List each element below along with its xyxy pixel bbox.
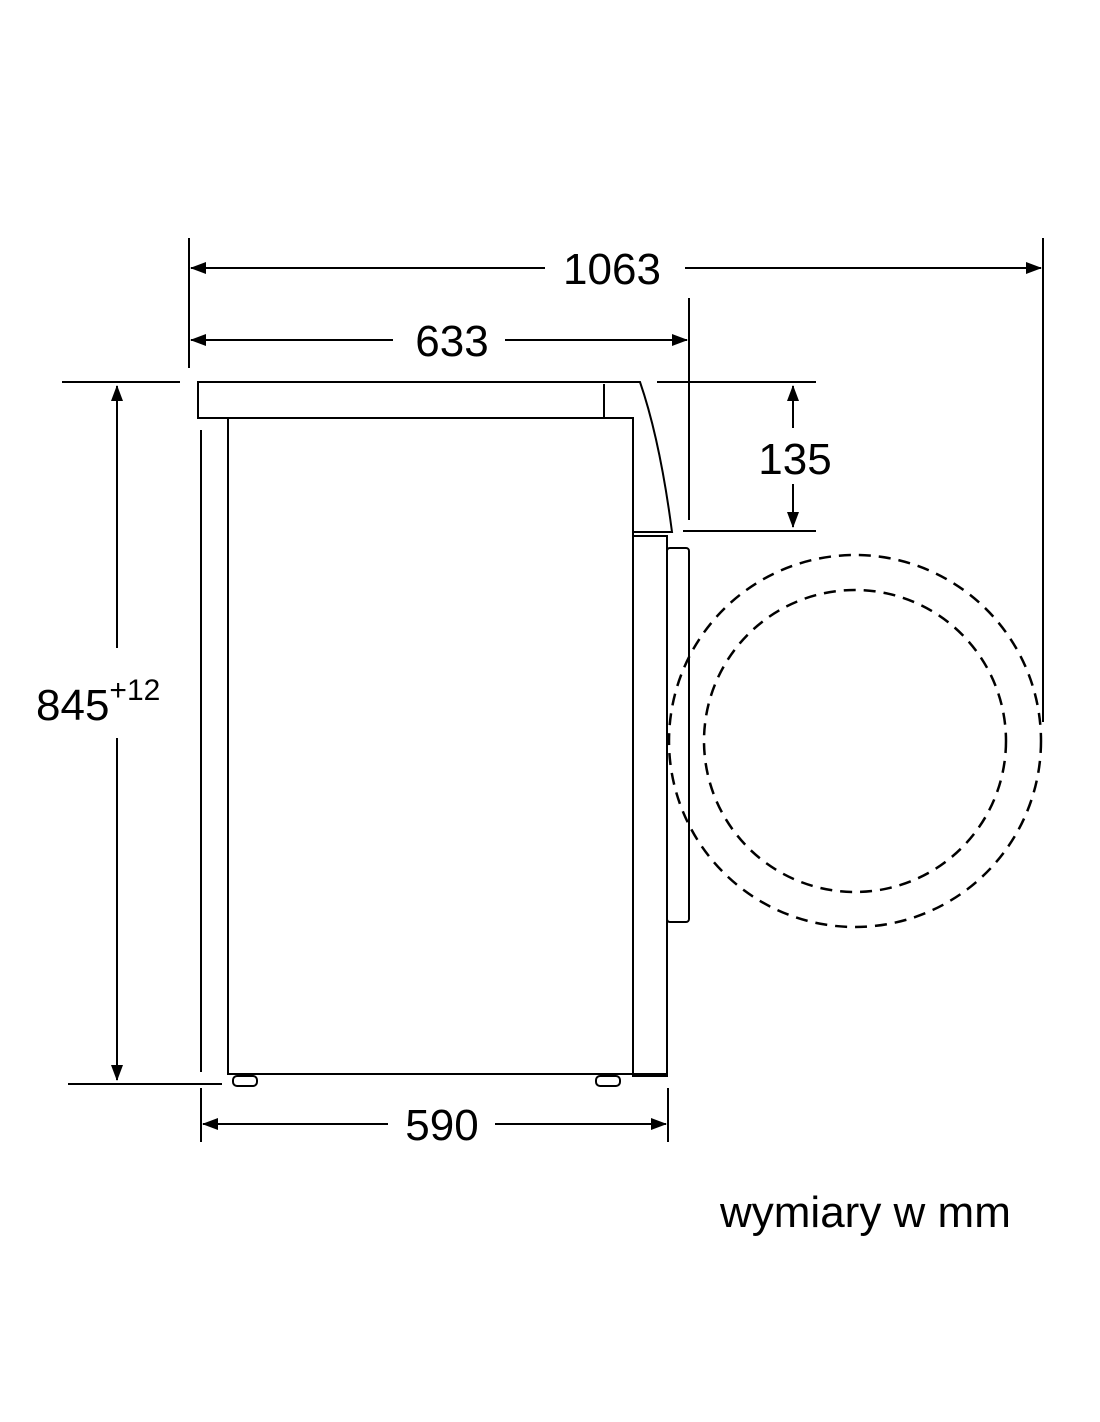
front-panel xyxy=(632,535,668,1077)
extension-lines xyxy=(62,238,1044,1142)
foot-right xyxy=(595,1075,621,1087)
top-panel xyxy=(197,381,674,533)
dimension-label-135: 135 xyxy=(758,435,831,484)
dimension-845: 845+12 xyxy=(36,385,160,1081)
dimension-1063: 1063 xyxy=(190,245,1042,294)
foot-left xyxy=(232,1075,258,1087)
door-outer-circle xyxy=(667,553,1043,929)
door-frame xyxy=(666,547,690,923)
dimension-label-590: 590 xyxy=(405,1101,478,1150)
dimension-633: 633 xyxy=(190,317,688,366)
machine-body xyxy=(227,417,634,1075)
dimension-135: 135 xyxy=(758,385,832,528)
dimension-tolerance: +12 xyxy=(109,674,160,707)
door-swing xyxy=(667,553,1043,929)
dimension-590: 590 xyxy=(202,1101,667,1150)
machine-outline xyxy=(197,381,690,1087)
dimension-label-845: 845 xyxy=(36,681,109,730)
svg-text:845+12: 845+12 xyxy=(36,674,160,730)
units-note: wymiary w mm xyxy=(720,1188,1011,1237)
dimension-label-633: 633 xyxy=(415,317,488,366)
door-inner-circle xyxy=(702,588,1008,894)
dimension-label-1063: 1063 xyxy=(563,245,661,294)
